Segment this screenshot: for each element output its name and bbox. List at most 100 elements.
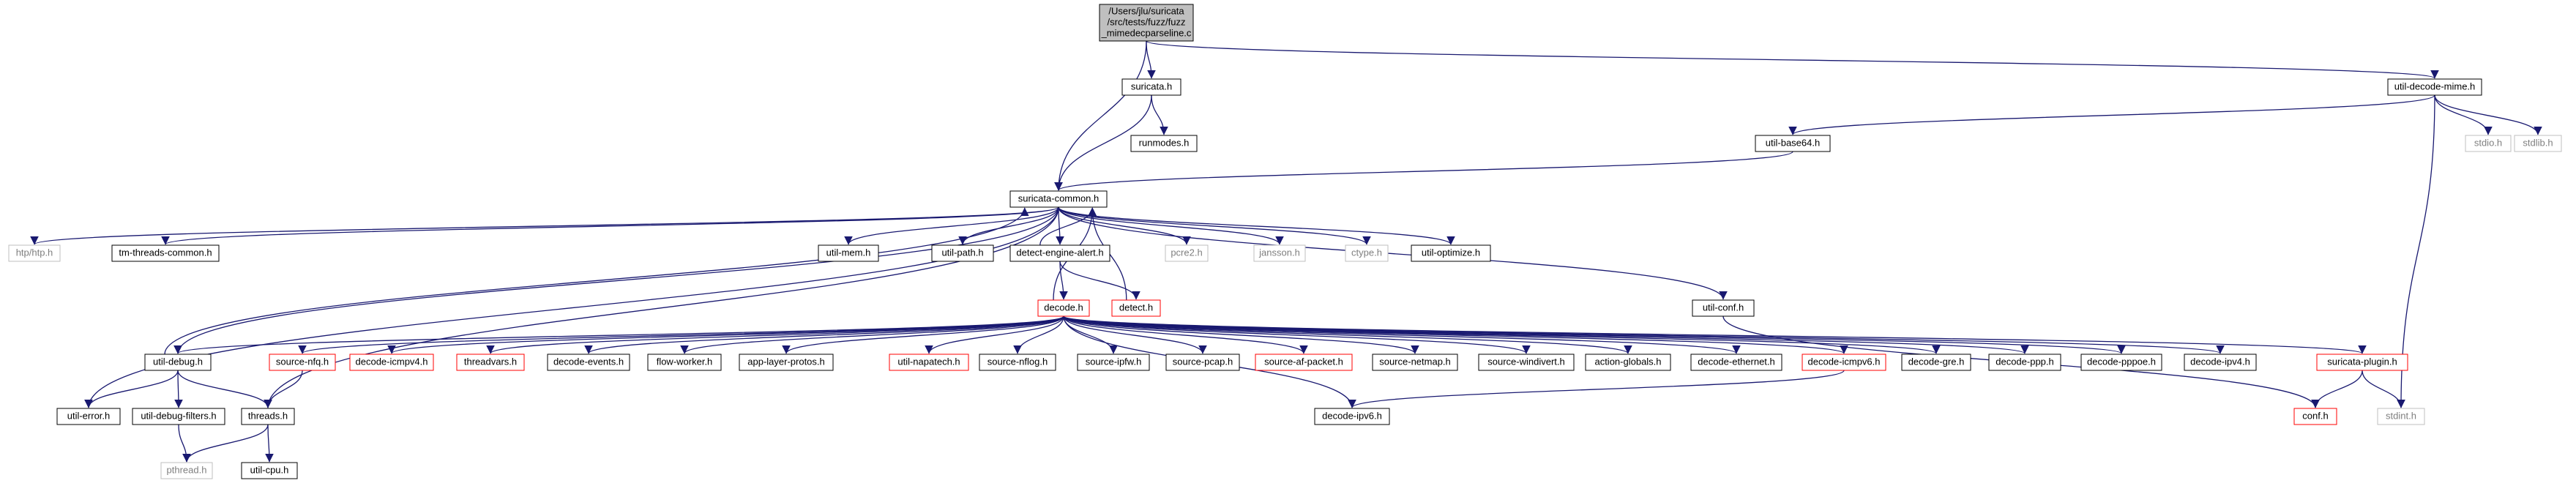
node-box (1121, 78, 1181, 96)
node-label: decode-ipv4.h (2190, 356, 2250, 367)
node-decode-ipv4-h[interactable]: decode-ipv4.h (2184, 354, 2257, 371)
node-decode-ethernet-h[interactable]: decode-ethernet.h (1690, 354, 1782, 371)
node-label: decode-pppoe.h (2087, 356, 2156, 367)
node-label: decode-ipv6.h (1322, 411, 1382, 422)
node-label: /src/tests/fuzz/fuzz (1108, 17, 1186, 28)
node-util-mem-h[interactable]: util-mem.h (818, 244, 879, 262)
node-label: suricata.h (1131, 81, 1172, 92)
node-box (818, 244, 879, 262)
node-label: stdlib.h (2523, 138, 2553, 149)
node-source-ipfw-h[interactable]: source-ipfw.h (1077, 354, 1150, 371)
node-box (2514, 135, 2562, 152)
node-label: util-path.h (941, 247, 983, 258)
node-threads-h[interactable]: threads.h (241, 408, 295, 425)
edge-util_decode_mime_h-to-stdlib_h (2434, 94, 2542, 135)
node-util-cpu-h[interactable]: util-cpu.h (241, 462, 298, 479)
node-label: util-base64.h (1766, 138, 1820, 149)
node-box (8, 244, 61, 262)
edge-detect_engine_alert_h-to-detect_h (1059, 261, 1140, 300)
node-box (1585, 354, 1671, 371)
edge-suricata_plugin_h-to-stdint_h (2362, 370, 2405, 408)
node-runmodes-h[interactable]: runmodes.h (1130, 135, 1198, 152)
node-conf-h[interactable]: conf.h (2293, 408, 2337, 425)
edge-threads_h-to-pthread_h (182, 424, 269, 463)
node-stdint-h: stdint.h (2377, 408, 2425, 425)
edge-suricata_common_h-to-util_path_h (958, 206, 1059, 245)
edge-util_debug_h-to-util_debug_filters_h (174, 370, 183, 408)
node-pcre2-h: pcre2.h (1165, 244, 1209, 262)
edge-decode_h-to-decode_pppoe_h (1063, 315, 2126, 354)
node-source-pcap-h[interactable]: source-pcap.h (1165, 354, 1240, 371)
node-box (2377, 408, 2425, 425)
node-label: decode-icmpv6.h (1808, 356, 1881, 367)
node-decode-ppp-h[interactable]: decode-ppp.h (1988, 354, 2061, 371)
edge-util_decode_mime_h-to-util_base64_h (1788, 94, 2435, 135)
node-decode-ipv6-h[interactable]: decode-ipv6.h (1314, 408, 1390, 425)
node-detect-engine-alert-h[interactable]: detect-engine-alert.h (1009, 244, 1110, 262)
node-source-netmap-h[interactable]: source-netmap.h (1372, 354, 1458, 371)
node-decode-h[interactable]: decode.h (1037, 299, 1090, 317)
node-util-debug-h[interactable]: util-debug.h (144, 354, 212, 371)
node-label: suricata-plugin.h (2327, 356, 2397, 367)
node-box (1099, 4, 1194, 42)
node-source-nflog-h[interactable]: source-nflog.h (979, 354, 1056, 371)
node-suricata-common-h[interactable]: suricata-common.h (1009, 190, 1108, 208)
node-box (2184, 354, 2257, 371)
node-suricata-plugin-h[interactable]: suricata-plugin.h (2316, 354, 2408, 371)
node-util-debug-filters-h[interactable]: util-debug-filters.h (132, 408, 225, 425)
edge-suricata_common_h-to-jansson_h (1058, 206, 1284, 245)
edge-decode_h-to-source_netmap_h (1063, 315, 1419, 354)
edge-suricata_common_h-to-htp_h (30, 206, 1059, 245)
node-label: threadvars.h (464, 356, 517, 367)
node-box (1345, 244, 1389, 262)
node-util-error-h[interactable]: util-error.h (56, 408, 121, 425)
node-app-layer-protos-h[interactable]: app-layer-protos.h (739, 354, 834, 371)
node-tm-threads-common-h[interactable]: tm-threads-common.h (111, 244, 220, 262)
node-label: util-conf.h (1703, 302, 1744, 313)
node-util-conf-h[interactable]: util-conf.h (1692, 299, 1755, 317)
node-layer: /Users/jlu/suricata/src/tests/fuzz/fuzz_… (8, 4, 2562, 479)
node-box (1037, 299, 1090, 317)
node-detect-h[interactable]: detect.h (1111, 299, 1161, 317)
node-box (1111, 299, 1161, 317)
node-util-decode-mime-h[interactable]: util-decode-mime.h (2387, 78, 2482, 96)
node-flow-worker-h[interactable]: flow-worker.h (647, 354, 722, 371)
node-decode-icmpv6-h[interactable]: decode-icmpv6.h (1802, 354, 1886, 371)
node-box (739, 354, 834, 371)
node-label: source-pcap.h (1173, 356, 1233, 367)
node-suricata-h[interactable]: suricata.h (1121, 78, 1181, 96)
node-source-af-packet-h[interactable]: source-af-packet.h (1255, 354, 1353, 371)
node-label: stdio.h (2474, 138, 2502, 149)
node-source-windivert-h[interactable]: source-windivert.h (1478, 354, 1575, 371)
node-root[interactable]: /Users/jlu/suricata/src/tests/fuzz/fuzz_… (1099, 4, 1194, 42)
node-decode-pppoe-h[interactable]: decode-pppoe.h (2080, 354, 2162, 371)
node-box (1755, 135, 1831, 152)
node-decode-icmpv4-h[interactable]: decode-icmpv4.h (349, 354, 434, 371)
edge-suricata_common_h-to-util_conf_h (1058, 206, 1728, 300)
node-action-globals-h[interactable]: action-globals.h (1585, 354, 1671, 371)
node-label: source-nflog.h (988, 356, 1048, 367)
node-label: detect-engine-alert.h (1016, 247, 1103, 258)
node-box (2080, 354, 2162, 371)
edge-suricata_common_h-to-threads_h (264, 206, 1059, 408)
node-box (1692, 299, 1755, 317)
node-decode-events-h[interactable]: decode-events.h (547, 354, 630, 371)
edge-util_debug_h-to-threads_h (177, 370, 272, 408)
edge-decode_h-to-app_layer_protos_h (782, 315, 1064, 354)
edge-decode_h-to-decode_events_h (584, 315, 1064, 354)
node-label: ctype.h (1351, 247, 1382, 258)
node-util-path-h[interactable]: util-path.h (931, 244, 994, 262)
edge-decode_h-to-source_pcap_h (1063, 315, 1207, 354)
node-box (1255, 354, 1353, 371)
node-source-nfq-h[interactable]: source-nfq.h (269, 354, 336, 371)
node-util-optimize-h[interactable]: util-optimize.h (1411, 244, 1491, 262)
node-label: decode-icmpv4.h (356, 356, 428, 367)
node-label: app-layer-protos.h (747, 356, 825, 367)
node-threadvars-h[interactable]: threadvars.h (456, 354, 525, 371)
node-decode-gre-h[interactable]: decode-gre.h (1901, 354, 1971, 371)
edge-util_debug_h-to-suricata_common_h (164, 207, 1029, 355)
edge-detect_engine_alert_h-to-decode_h (1059, 261, 1068, 300)
node-util-napatech-h[interactable]: util-napatech.h (889, 354, 969, 371)
edge-decode_h-to-decode_ethernet_h (1063, 315, 1741, 354)
node-util-base64-h[interactable]: util-base64.h (1755, 135, 1831, 152)
